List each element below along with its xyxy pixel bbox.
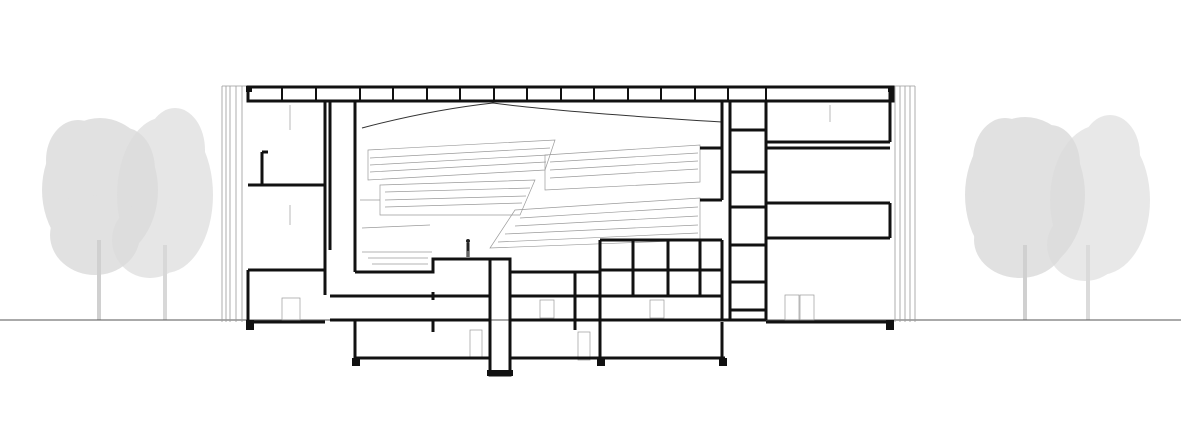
structure [246, 85, 895, 377]
interior-fine-lines [281, 105, 831, 361]
human-figure [466, 239, 470, 257]
tree-left-2 [112, 108, 213, 320]
facade-left [221, 85, 248, 322]
auditorium-tier-3 [544, 144, 701, 191]
auditorium [360, 102, 723, 265]
right-wing [766, 87, 893, 330]
trees-right [965, 115, 1150, 320]
backstage-grid [600, 238, 724, 322]
roof-slab [246, 85, 895, 103]
fly-tower-core [722, 101, 768, 322]
left-wing [246, 101, 327, 330]
facade-right [890, 85, 916, 322]
auditorium-tier-1 [367, 139, 556, 181]
foundations [246, 86, 894, 376]
ceiling-reflector [361, 102, 723, 129]
auditorium-tier-2 [379, 179, 536, 216]
lower-floors [330, 240, 725, 377]
trees-left [42, 108, 213, 320]
tree-right-2 [1047, 115, 1150, 320]
